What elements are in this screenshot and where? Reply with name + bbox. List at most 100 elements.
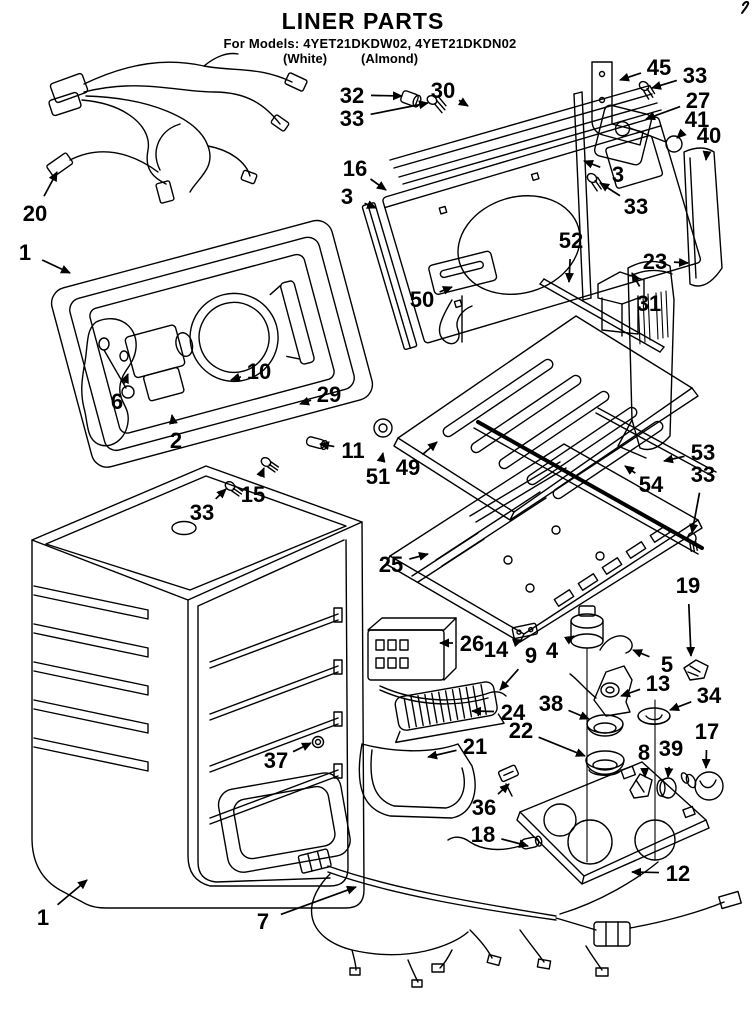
model-number-1: 4YET21DKDW02, (303, 36, 412, 51)
part-number-30: 30 (431, 78, 455, 103)
model2-color-note: (Almond) (361, 51, 419, 66)
callout-27: 27 (645, 88, 710, 121)
callout-33: 33 (689, 462, 715, 534)
part-number-51: 51 (366, 464, 390, 489)
part-capillary-5 (599, 635, 633, 654)
part-clip-34 (637, 707, 671, 725)
callout-24: 24 (471, 700, 526, 725)
model1-color-note: (White) (283, 51, 328, 66)
part-number-18: 18 (471, 822, 495, 847)
part-number-29: 29 (317, 382, 341, 407)
grommet-51 (373, 418, 393, 438)
part-control-box-26 (367, 617, 457, 681)
callout-12: 12 (631, 861, 690, 886)
part-number-23: 23 (643, 249, 667, 274)
part-number-1: 1 (19, 240, 31, 265)
part-clip-19 (683, 659, 709, 681)
model-number-2: 4YET21DKDN02 (415, 36, 517, 51)
callout-41: 41 (676, 107, 709, 139)
part-number-34: 34 (697, 683, 722, 708)
part-fuse-18 (447, 835, 543, 851)
part-bulb-17 (680, 771, 724, 801)
part-number-36: 36 (472, 795, 496, 820)
part-duct-housing-21 (358, 743, 476, 819)
part-number-53: 53 (691, 440, 715, 465)
callout-49: 49 (396, 441, 438, 480)
callout-21: 21 (427, 734, 487, 760)
part-number-33: 33 (340, 106, 364, 131)
callout-37: 37 (264, 742, 312, 773)
part-number-32: 32 (340, 83, 364, 108)
callout-25: 25 (379, 552, 429, 577)
models-prefix: For Models: (223, 36, 300, 51)
callout-17: 17 (695, 719, 719, 769)
callout-40: 40 (697, 123, 721, 161)
callout-20: 20 (23, 171, 58, 226)
callout-32: 32 (340, 83, 403, 108)
part-number-4: 4 (546, 638, 559, 663)
part-cup-38 (586, 714, 624, 737)
part-number-52: 52 (559, 228, 583, 253)
part-number-6: 6 (111, 389, 123, 414)
part-number-24: 24 (501, 700, 526, 725)
part-number-15: 15 (241, 482, 265, 507)
callout-39: 39 (659, 736, 683, 778)
part-number-33: 33 (190, 500, 214, 525)
plug-41 (665, 135, 683, 153)
part-shelf-support-50 (428, 250, 498, 345)
callout-13: 13 (620, 671, 670, 698)
callout-33: 33 (599, 182, 648, 219)
part-support-post (573, 91, 592, 301)
callout-11: 11 (319, 438, 365, 463)
part-number-37: 37 (264, 748, 288, 773)
part-wire-harness-bottom (297, 848, 742, 988)
callout-18: 18 (471, 822, 529, 849)
callout-54: 54 (624, 465, 664, 497)
callout-4: 4 (546, 635, 575, 663)
callout-29: 29 (299, 382, 341, 407)
part-number-7: 7 (257, 909, 269, 934)
part-number-27: 27 (686, 88, 710, 113)
part-number-11: 11 (341, 438, 364, 463)
part-lamp-housing-12 (516, 761, 710, 885)
callout-33: 33 (190, 488, 227, 525)
part-wire-harness-top (46, 52, 308, 204)
part-evaporator-shelf-49 (393, 315, 717, 555)
page-title: LINER PARTS (281, 8, 445, 34)
part-number-45: 45 (647, 55, 671, 80)
part-number-10: 10 (247, 359, 271, 384)
part-number-49: 49 (396, 455, 420, 480)
part-number-25: 25 (379, 552, 403, 577)
part-number-33: 33 (691, 462, 715, 487)
corner-mark (741, 0, 750, 14)
callout-50: 50 (410, 286, 453, 312)
part-number-5: 5 (661, 652, 673, 677)
part-evap-cover-40 (683, 147, 723, 287)
callout-33: 33 (340, 100, 429, 131)
callout-8: 8 (638, 740, 650, 778)
part-partition-25 (385, 443, 703, 643)
part-bracket-13 (569, 665, 633, 717)
callout-1: 1 (37, 879, 88, 930)
part-freezer-liner (50, 219, 374, 468)
part-air-duct-24 (394, 681, 505, 744)
part-number-17: 17 (695, 719, 719, 744)
part-refrigerator-liner (31, 465, 365, 909)
part-number-40: 40 (697, 123, 721, 148)
callout-51: 51 (366, 452, 390, 489)
callout-5: 5 (632, 649, 673, 677)
callout-31: 31 (631, 272, 661, 316)
callout-34: 34 (669, 683, 722, 711)
models-line: For Models: 4YET21DKDW02, 4YET21DKDN02 (0, 36, 746, 51)
callout-30: 30 (431, 78, 469, 107)
part-thermostat-4 (570, 605, 604, 649)
part-number-33: 33 (624, 194, 648, 219)
callout-7: 7 (257, 885, 357, 934)
part-number-50: 50 (410, 287, 434, 312)
part-number-41: 41 (685, 107, 709, 132)
part-number-8: 8 (638, 740, 650, 765)
callout-6: 6 (111, 373, 129, 414)
callout-45: 45 (619, 55, 671, 82)
